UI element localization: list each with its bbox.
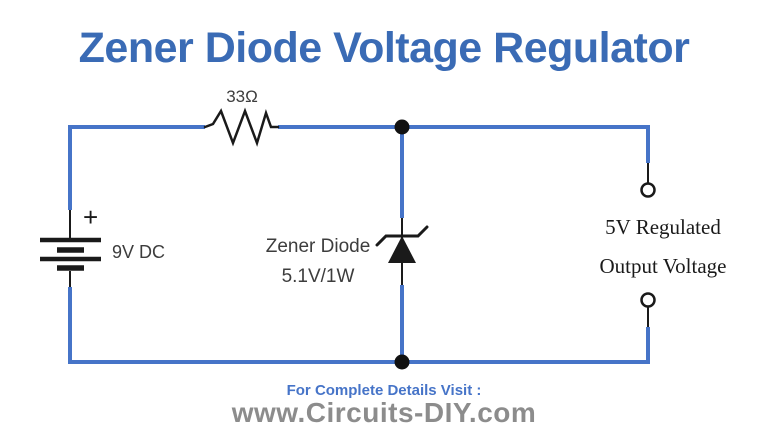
zener-label-rating: 5.1V/1W	[281, 266, 355, 287]
page-title: Zener Diode Voltage Regulator	[78, 24, 690, 72]
battery-plus-sign: +	[83, 202, 99, 232]
output-label-line2: Output Voltage	[599, 254, 727, 278]
junction-dot-bottom	[394, 354, 410, 370]
wire-top-left	[68, 125, 205, 210]
resistor-value-label: 33Ω	[226, 87, 258, 106]
wire-top-right	[278, 125, 650, 163]
zener-anode-triangle	[388, 236, 416, 263]
terminal-circle-top	[640, 182, 656, 198]
zener-label-name: Zener Diode	[265, 236, 371, 257]
zener-cathode-bar	[375, 225, 429, 247]
footer-website-text: www.Circuits-DIY.com	[231, 397, 537, 428]
terminal-circle-bottom	[640, 292, 656, 308]
footer-visit-text: For Complete Details Visit :	[286, 382, 482, 399]
wire-bottom	[68, 287, 650, 364]
output-terminals	[640, 163, 656, 327]
zener-diode-icon	[375, 218, 429, 285]
resistor-icon	[203, 107, 280, 147]
battery-icon	[40, 210, 101, 287]
output-label: 5V Regulated Output Voltage	[563, 208, 763, 286]
battery-value-label: 9V DC	[112, 242, 166, 262]
zener-label: Zener Diode 5.1V/1W	[238, 232, 398, 292]
junction-dot-top	[394, 119, 410, 135]
output-label-line1: 5V Regulated	[605, 215, 721, 239]
